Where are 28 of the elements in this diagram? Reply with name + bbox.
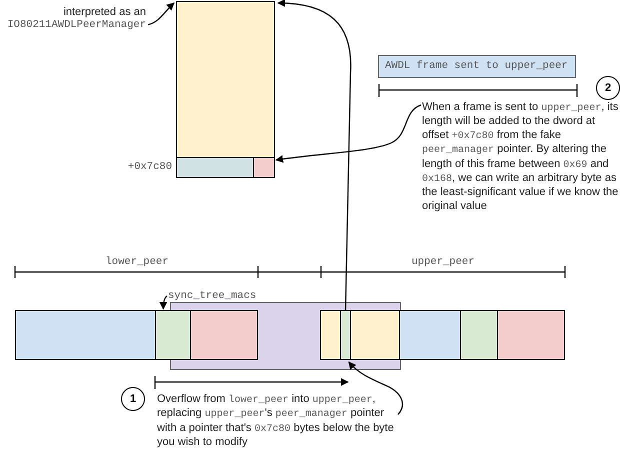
callout-number: 1 bbox=[121, 387, 145, 411]
leader-arrow bbox=[148, 2, 175, 26]
explanation-text: Overflow from lower_peer into upper_peer, replacing upper_peer's peer_manager pointer with a pointer that's 0x7c80 bytes below the byte you wish to modify bbox=[157, 393, 397, 450]
field-label: sync_tree_macs bbox=[168, 290, 256, 302]
offset-label: +0x7c80 bbox=[128, 161, 172, 173]
memory-cell bbox=[399, 310, 461, 360]
explanation-text: When a frame is sent to upper_peer, its length will be added to the dword at offset +0x7c80 from the fake peer_manager pointer. By altering the length of this frame between 0x69 and 0x168, we can write an arbitrary byte as the least-significant value if we know the original value bbox=[422, 101, 620, 214]
curved-arrow bbox=[275, 104, 422, 163]
memory-block bbox=[176, 1, 275, 178]
callout-number: 2 bbox=[596, 76, 620, 100]
memory-cell bbox=[15, 310, 156, 360]
memory-cell bbox=[190, 310, 258, 360]
frame-box: AWDL frame sent to upper_peer bbox=[378, 55, 576, 78]
memory-cell bbox=[350, 310, 400, 360]
range-label: upper_peer bbox=[412, 256, 474, 268]
annotation-text: interpreted as an IO80211AWDLPeerManager bbox=[7, 6, 146, 32]
memory-cell bbox=[497, 310, 565, 360]
memory-cell bbox=[460, 310, 498, 360]
memory-cell bbox=[177, 157, 254, 177]
memory-cell bbox=[254, 157, 274, 177]
curved-arrow bbox=[277, 0, 352, 310]
memory-cell bbox=[155, 310, 191, 360]
memory-cell bbox=[320, 310, 341, 360]
curved-arrow bbox=[348, 361, 404, 415]
overflow-region bbox=[170, 302, 401, 370]
memory-cell bbox=[340, 310, 351, 360]
range-label: lower_peer bbox=[106, 256, 168, 268]
leader-arrow bbox=[159, 296, 168, 310]
